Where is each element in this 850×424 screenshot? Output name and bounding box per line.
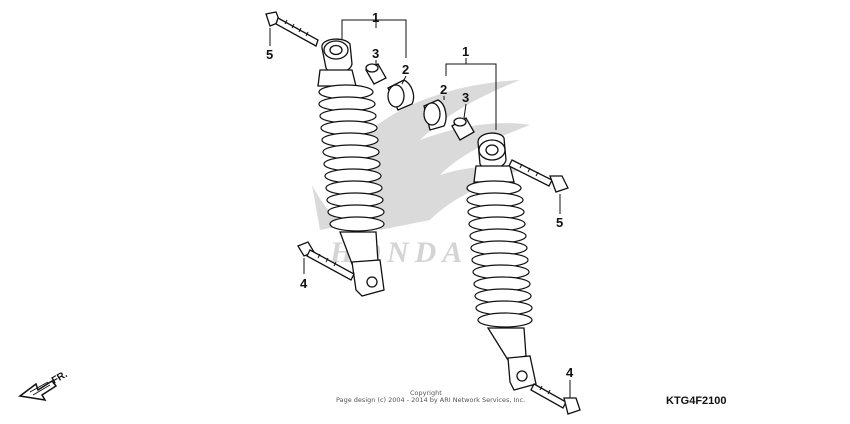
- right-lower-bolt: [530, 383, 581, 415]
- callout-left-collar: 3: [372, 46, 379, 61]
- front-direction-label: FR.: [50, 369, 70, 387]
- callout-right-assy: 1: [462, 44, 469, 59]
- copyright-line2: Page design (c) 2004 - 2014 by ARI Netwo…: [336, 396, 525, 404]
- callout-right-lower-bolt: 4: [566, 365, 574, 380]
- copyright-line1: Copyright: [410, 389, 442, 397]
- right-collar: [451, 117, 475, 141]
- left-shock-absorber: [317, 38, 385, 297]
- callout-right-bushing: 2: [440, 82, 447, 97]
- leader-lines: [269, 19, 571, 398]
- callout-right-upper-bolt: 5: [556, 215, 563, 230]
- callout-left-bushing: 2: [402, 62, 409, 77]
- right-upper-bolt: [508, 159, 569, 193]
- right-bushing: [423, 99, 447, 131]
- left-spring: [318, 84, 385, 232]
- front-direction-arrow: FR.: [18, 369, 70, 401]
- callout-right-collar: 3: [462, 90, 469, 105]
- diagram-code: KTG4F2100: [666, 395, 727, 407]
- left-collar: [365, 63, 387, 85]
- callout-left-upper-bolt: 5: [266, 47, 273, 62]
- left-upper-bolt: [265, 11, 319, 47]
- left-bushing: [387, 79, 415, 111]
- left-lower-bolt: [297, 241, 355, 281]
- callout-left-assy: 1: [372, 10, 379, 25]
- callout-left-lower-bolt: 4: [300, 276, 308, 291]
- right-shock-absorber: [466, 132, 537, 391]
- right-spring: [466, 180, 533, 328]
